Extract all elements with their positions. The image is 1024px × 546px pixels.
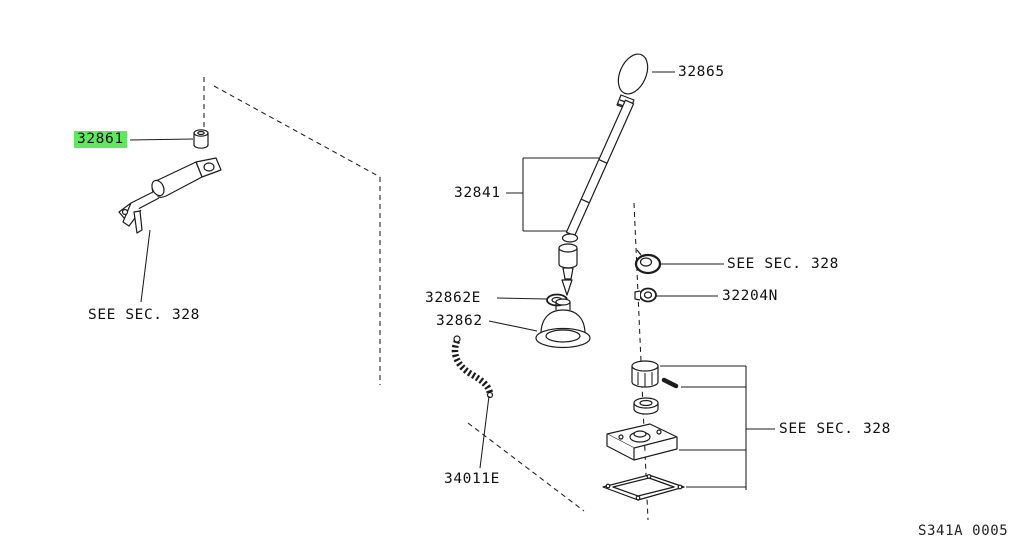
part-label-34011e[interactable]: 34011E [444, 471, 500, 487]
part-32865-knob-drawing [616, 53, 649, 111]
see-sec-right-bottom-label: SEE SEC. 328 [779, 421, 891, 437]
grommet-drawing [634, 249, 662, 275]
part-label-32862e[interactable]: 32862E [425, 290, 481, 306]
part-label-32861[interactable]: 32861 [74, 131, 127, 148]
part-label-32862[interactable]: 32862 [436, 313, 483, 329]
part-32861-bushing-drawing [193, 129, 209, 149]
part-32841-lever-assembly-drawing [558, 99, 635, 296]
part-label-32204n[interactable]: 32204N [722, 288, 778, 304]
assembly-axis-dashed-lines [203, 77, 649, 521]
see-sec-left-label: SEE SEC. 328 [88, 307, 200, 323]
part-32204n-clip-drawing [634, 287, 657, 303]
see-sec-right-top-label: SEE SEC. 328 [727, 256, 839, 272]
part-label-32865[interactable]: 32865 [678, 64, 725, 80]
diagram-code: S341A 0005 [918, 523, 1009, 539]
control-lever-drawing [118, 157, 222, 234]
part-34011e-cable-drawing [451, 335, 494, 399]
leader-and-bracket-lines [129, 71, 775, 490]
part-32862-boot-drawing [535, 298, 591, 349]
part-label-32841[interactable]: 32841 [454, 185, 501, 201]
mounting-parts-drawing [602, 360, 685, 501]
